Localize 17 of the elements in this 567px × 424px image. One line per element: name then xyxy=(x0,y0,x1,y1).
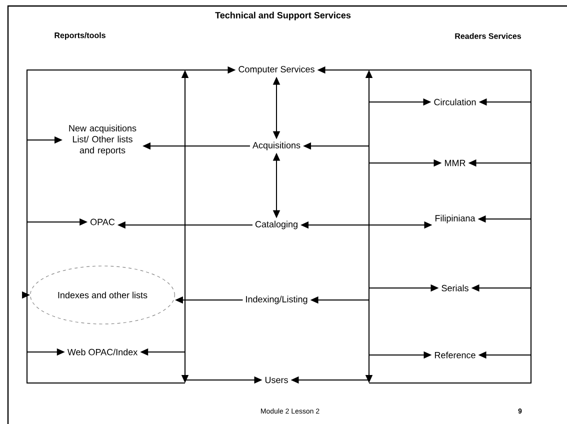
service-label: Indexing/Listing xyxy=(246,296,308,304)
title: Technical and Support Services xyxy=(215,12,351,20)
service-label: Cataloging xyxy=(255,220,298,230)
reader-service-label: MMR xyxy=(445,160,466,166)
column-heading: Reports/tools xyxy=(54,32,106,40)
service-label: Acquisitions xyxy=(252,142,300,150)
reader-service-label: Filipiniana xyxy=(435,214,476,224)
report-label: New acquisitions List/ Other lists and reports xyxy=(69,124,136,156)
report-label: Indexes and other lists xyxy=(30,266,175,324)
reader-service-label: Serials xyxy=(442,284,468,292)
column-heading: Readers Services xyxy=(455,33,522,39)
reader-service-label: Circulation xyxy=(434,98,476,106)
report-label: OPAC xyxy=(90,218,115,226)
service-label: Computer Services xyxy=(238,66,314,74)
service-label: Users xyxy=(265,376,288,384)
reader-service-label: Reference xyxy=(434,352,476,358)
report-label: Web OPAC/Index xyxy=(67,348,138,356)
